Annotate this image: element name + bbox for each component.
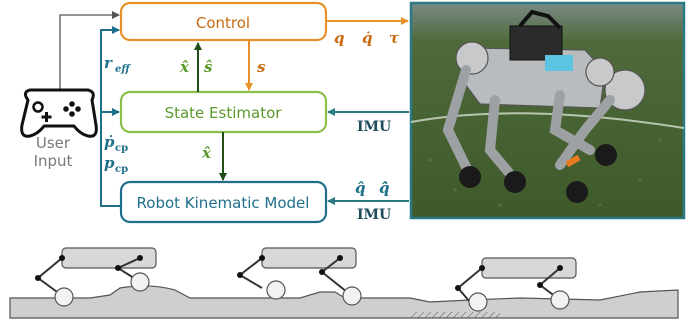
state-estimator-block: State Estimator	[119, 90, 328, 134]
imu-lower-label: IMU	[357, 207, 391, 223]
control-block: Control	[119, 1, 328, 42]
imu-upper-label: IMU	[357, 119, 391, 135]
input-label: Input	[34, 152, 73, 170]
signal-q-hat: q̂	[355, 179, 366, 197]
state-estimator-label: State Estimator	[165, 104, 283, 122]
kinematic-feedback-line	[100, 26, 121, 207]
signal-q-dot-hat: q̂̇	[379, 179, 390, 197]
p-cp-sub: cp	[115, 164, 128, 175]
signal-tau: τ	[389, 29, 400, 47]
kinematic-model-block: Robot Kinematic Model	[119, 180, 328, 224]
signal-p-cp: p cp	[104, 154, 128, 175]
r-eff-sub: eff	[115, 64, 131, 75]
user-input-arrow	[59, 11, 120, 90]
signal-q: q	[334, 29, 345, 47]
signal-q-dot: q̇	[362, 29, 373, 47]
terrain-robot-1	[35, 247, 157, 307]
signal-x-hat-up: x̂	[179, 58, 190, 76]
gamepad-icon	[20, 88, 98, 138]
robot-photo	[409, 1, 686, 220]
terrain-illustration	[9, 247, 679, 319]
signal-x-hat-down: x̂	[201, 144, 212, 162]
terrain-robot-2	[237, 247, 362, 306]
signal-s: s	[257, 58, 266, 76]
control-label: Control	[196, 14, 250, 32]
signal-p-dot-cp: ṗ cp	[104, 133, 128, 154]
p-dot-sub: cp	[115, 143, 128, 154]
p-dot-main: ṗ	[104, 133, 115, 151]
r-eff-main: r	[104, 54, 113, 72]
user-label: User	[36, 134, 71, 152]
terrain-robot-3	[455, 257, 577, 312]
signal-r-eff: r eff	[104, 54, 131, 75]
signal-s-hat: ŝ	[204, 58, 213, 76]
kinematic-model-label: Robot Kinematic Model	[137, 194, 310, 212]
p-cp-main: p	[104, 154, 115, 172]
